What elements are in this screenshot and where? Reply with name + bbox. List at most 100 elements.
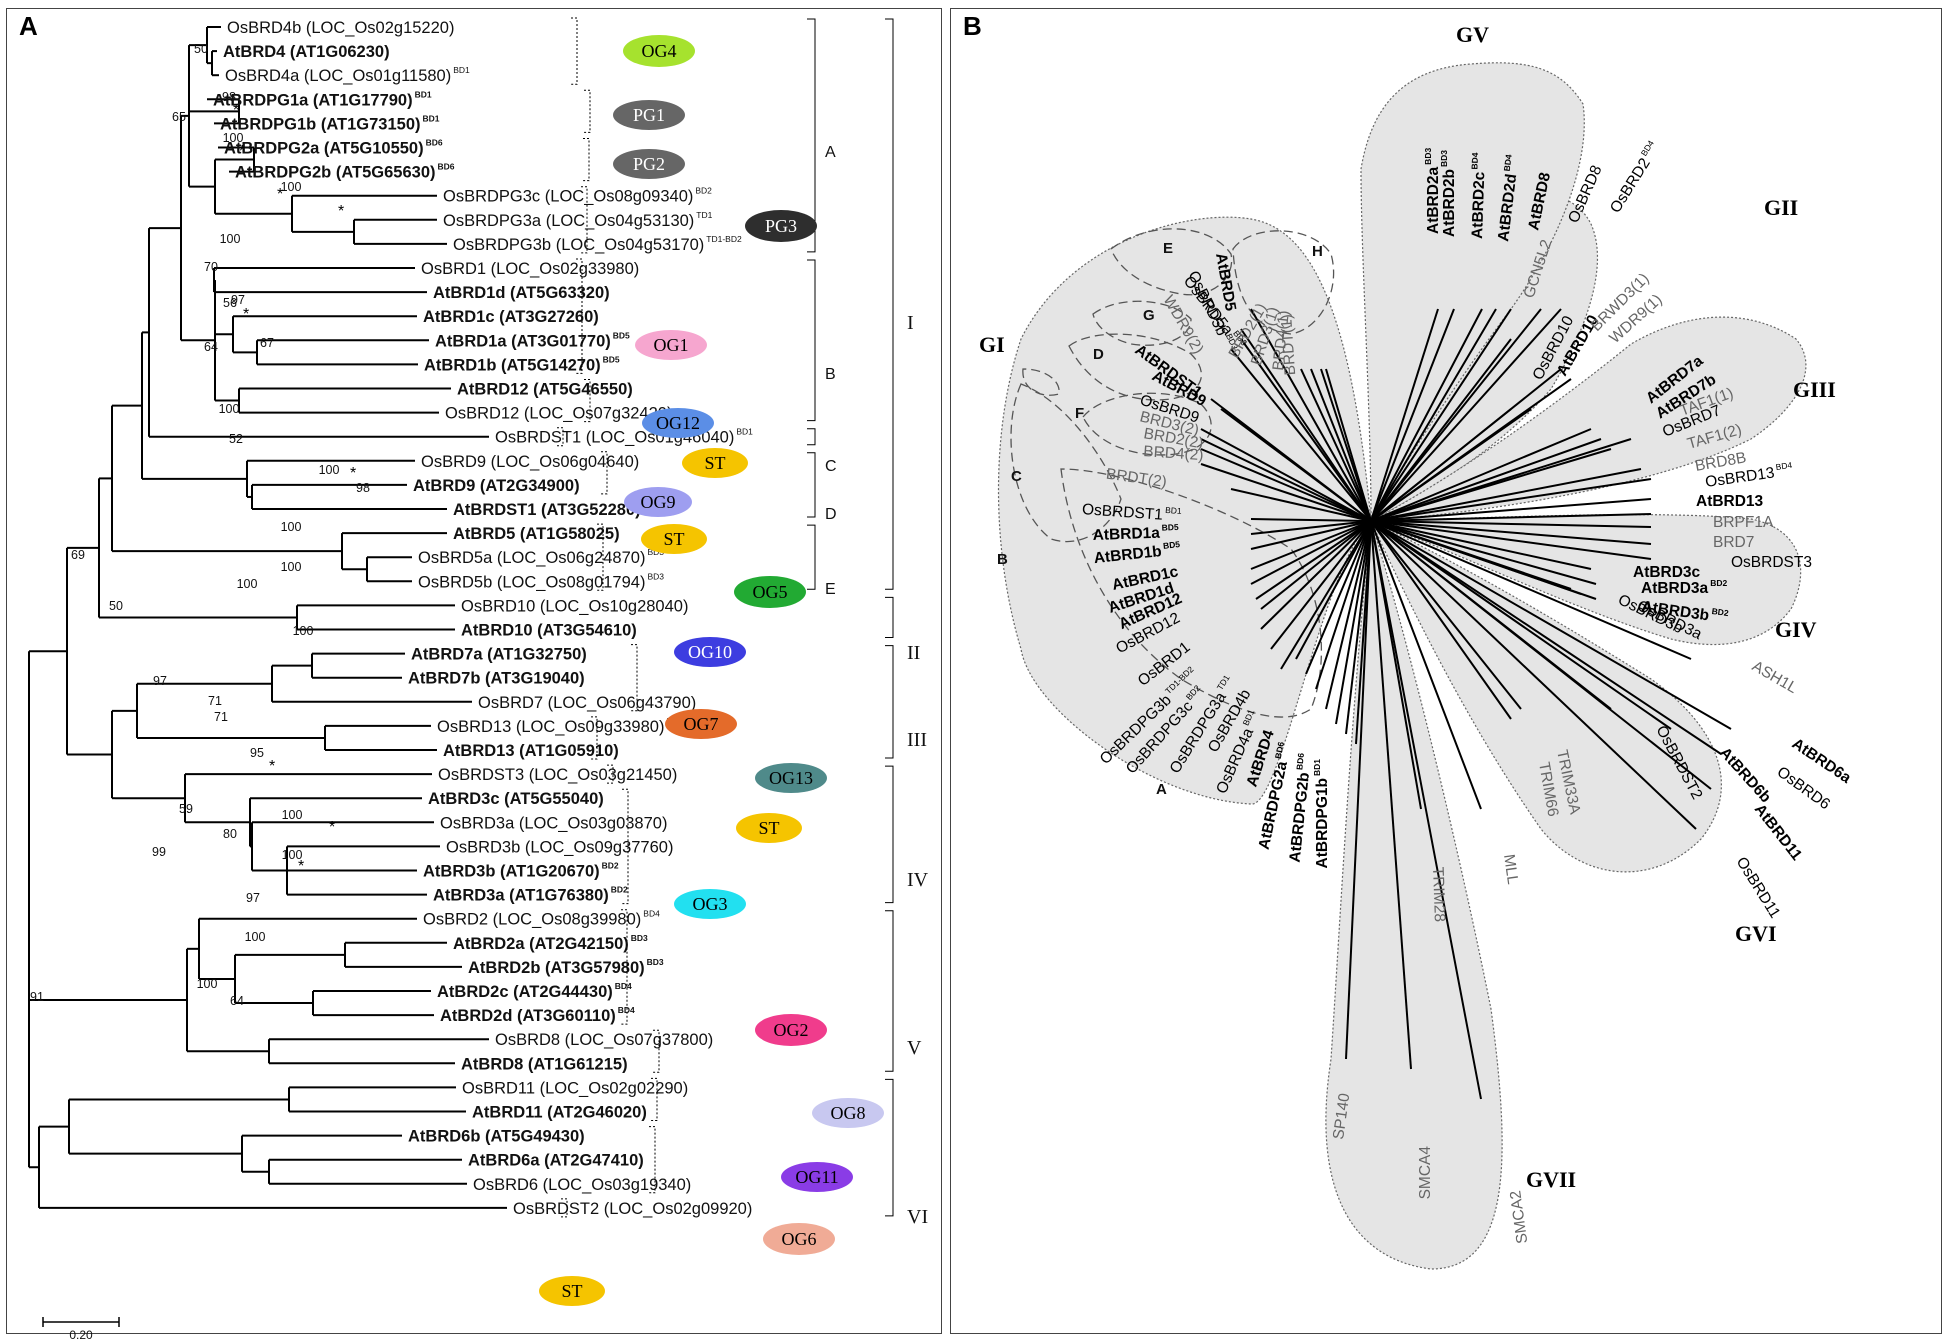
tip-label-text: AtBRDPG1a (AT1G17790)	[213, 91, 413, 109]
class-bracket	[885, 910, 894, 1072]
group-label: GV	[1456, 22, 1489, 47]
branch	[1370, 513, 1652, 522]
branch	[1230, 488, 1372, 522]
bootstrap-label: 100	[293, 624, 314, 638]
subgroup-label: E	[1163, 240, 1173, 257]
subgroup-outline	[1110, 228, 1233, 296]
group-label: GI	[979, 332, 1005, 357]
branch	[1370, 308, 1483, 522]
tip-label: AtBRD8 (AT1G61215)	[461, 1055, 628, 1073]
panel-a-tree: OsBRD4b (LOC_Os02g15220)AtBRD4 (AT1G0623…	[28, 17, 929, 1342]
leaf-label: AtBRD1aBD5	[1092, 522, 1179, 544]
leaf-label: AtBRDPG1bBD1	[1312, 759, 1331, 869]
leaf-label: MLL	[1500, 853, 1521, 886]
bootstrap-label: 71	[214, 710, 228, 724]
branch	[1370, 520, 1697, 830]
branch	[1370, 520, 1582, 595]
leaf-label-text: AtBRD11	[1751, 801, 1805, 864]
group-region	[1370, 316, 1807, 522]
tip-label-text: AtBRD3c (AT5G55040)	[428, 790, 604, 808]
tree-branches	[28, 26, 507, 1209]
branch	[1305, 520, 1372, 675]
class-label: V	[907, 1037, 922, 1059]
branch	[1370, 378, 1572, 522]
branch	[1370, 308, 1455, 522]
tip-label: AtBRD10 (AT3G54610)	[461, 622, 637, 640]
branch	[1200, 448, 1372, 522]
leaf-label-text: BRDT(1)	[1278, 314, 1299, 376]
leaf-label: AtBRD2cBD4	[1467, 152, 1489, 239]
orthogroup-label: ST	[704, 453, 725, 473]
duplication-star: *	[350, 465, 356, 482]
branch	[1270, 520, 1372, 650]
tip-label-text: OsBRD5b (LOC_Os08g01794)	[418, 573, 645, 591]
bootstrap-label: 99	[152, 845, 166, 859]
leaf-label-text: BRD7	[1713, 534, 1754, 551]
branch	[1370, 438, 1602, 522]
branch	[1300, 368, 1372, 522]
group-label: GIII	[1793, 377, 1836, 402]
tip-label-text: AtBRD10 (AT3G54610)	[461, 622, 637, 640]
branch	[1345, 520, 1372, 1060]
tip-label: AtBRD3a (AT1G76380)BD2	[433, 885, 628, 905]
bootstrap-label: 52	[229, 432, 243, 446]
leaf-label: BRD7	[1713, 534, 1754, 551]
tip-label-superscript: BD3	[647, 547, 664, 557]
branch	[1370, 308, 1497, 522]
bootstrap-label: 100	[281, 520, 302, 534]
subclade-bracket	[807, 524, 816, 590]
branch	[1370, 520, 1652, 545]
group-label: GVII	[1526, 1167, 1576, 1192]
tip-label-text: AtBRD1d (AT5G63320)	[433, 284, 610, 302]
bootstrap-label: 100	[282, 848, 303, 862]
duplication-star: *	[239, 143, 245, 160]
orthogroup-badge	[613, 149, 685, 179]
bootstrap-label: 100	[223, 131, 244, 145]
tip-label: OsBRDST1 (LOC_Os01g46040)BD1	[495, 427, 753, 447]
tip-label-text: AtBRD1a (AT3G01770)	[435, 332, 611, 350]
subgroup-label: F	[1075, 405, 1084, 422]
tip-label: OsBRDPG3a (LOC_Os04g53130)TD1	[443, 210, 713, 230]
leaf-label-text: BRD4(1)	[1270, 310, 1293, 372]
tip-label: OsBRD1 (LOC_Os02g33980)	[421, 260, 639, 278]
branch	[1250, 308, 1372, 522]
orthogroup-badge	[755, 763, 827, 793]
tip-label-text: OsBRD7 (LOC_Os06g43790)	[478, 694, 696, 712]
duplication-star: *	[243, 306, 249, 323]
orthogroup-label: ST	[758, 818, 779, 838]
leaf-label-text: OsBRD2	[1607, 155, 1654, 216]
subgroup-outline	[1022, 368, 1060, 396]
tip-label-text: AtBRD1c (AT3G27260)	[423, 308, 599, 326]
tip-label: AtBRD11 (AT2G46020)	[472, 1104, 647, 1122]
tip-label: OsBRD8 (LOC_Os07g37800)	[495, 1031, 713, 1049]
tip-label: AtBRDPG2a (AT5G10550)BD6	[224, 138, 443, 158]
class-label: II	[907, 642, 920, 664]
leaf-label: AtBRD13	[1696, 493, 1764, 510]
leaf-label: SP140	[1330, 1092, 1353, 1141]
leaf-label: OsBRDST1BD1	[1081, 499, 1182, 525]
leaf-label-superscript: BD6	[1294, 752, 1306, 770]
leaf-label-text: OsBRD11	[1733, 854, 1784, 921]
group-label: GII	[1764, 195, 1798, 220]
leaf-label-text: MLL	[1500, 853, 1521, 886]
tip-label-superscript: BD5	[603, 354, 620, 364]
orthogroup-label: PG2	[633, 154, 665, 174]
tip-label-text: AtBRD9 (AT2G34900)	[413, 477, 580, 495]
orthogroup-badge	[642, 408, 714, 438]
branch	[1260, 520, 1372, 610]
tip-label-text: AtBRD1b (AT5G14270)	[424, 356, 601, 374]
group-region	[1369, 519, 1722, 873]
branch	[1370, 520, 1412, 1070]
brackets	[557, 17, 894, 1218]
branch	[1250, 520, 1372, 535]
branch	[1370, 478, 1652, 522]
bootstrap-label: 98	[356, 481, 370, 495]
tip-label-text: AtBRD2d (AT3G60110)	[440, 1007, 616, 1025]
branch	[1345, 520, 1372, 735]
bootstrap-values: 5098651001001007056976764100521009810069…	[30, 42, 370, 1008]
subgroup-label: H	[1312, 243, 1323, 260]
orthogroup-bracket	[584, 89, 591, 133]
tip-label-text: AtBRDPG1b (AT1G73150)	[220, 115, 421, 133]
tip-label-superscript: BD3	[647, 957, 664, 967]
tip-label: OsBRDPG3b (LOC_Os04g53170)TD1-BD2	[453, 234, 742, 254]
